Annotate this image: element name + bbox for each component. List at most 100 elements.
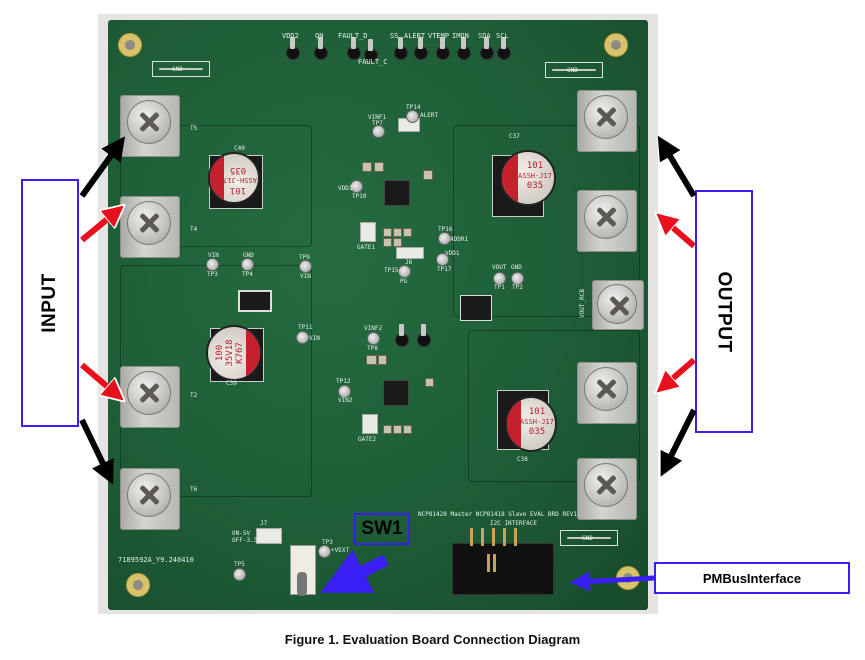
output-terminal-4[interactable] (577, 458, 637, 520)
arrow-output-top-black (657, 135, 697, 198)
tp-label: TP16 (438, 226, 453, 233)
input-label-box: INPUT (21, 179, 79, 427)
input-terminal-t2[interactable] (120, 366, 180, 428)
smd-resistor (393, 228, 402, 237)
tp-label: TP3 (322, 539, 333, 546)
smd-resistor (393, 238, 402, 247)
tp-name: VIN (300, 273, 311, 280)
board-serial: 7189592A_Y9.240410 (118, 556, 194, 564)
vext-label: +VEXT (331, 547, 350, 554)
screw-icon (584, 195, 628, 239)
header-pin-imon[interactable] (457, 37, 471, 60)
testpoint-tp14[interactable] (406, 110, 419, 123)
connector-label-gate2: GATE2 (358, 436, 377, 443)
cap-text: 100 (215, 344, 225, 362)
connector-label-j6: J6 (405, 259, 413, 266)
tp-label: TP17 (437, 266, 452, 273)
header-pin-alert[interactable] (414, 37, 428, 60)
output-terminal-2[interactable] (577, 190, 637, 252)
cap-label-c39: C39 (226, 380, 237, 387)
sw1-label-box: SW1 (354, 513, 410, 545)
mount-hole (604, 33, 628, 57)
tp-name: VINF1 (368, 114, 387, 121)
figure-caption: Figure 1. Evaluation Board Connection Di… (284, 632, 581, 647)
testpoint-tp17[interactable] (436, 253, 449, 266)
connector-label-j7: J7 (260, 520, 268, 527)
testpoint-tp10[interactable] (350, 180, 363, 193)
pin5-jack[interactable] (417, 324, 431, 347)
testpoint-tp8[interactable] (367, 332, 380, 345)
smd-resistor (425, 378, 434, 387)
testpoint-tp9[interactable] (299, 260, 312, 273)
screw-icon (597, 284, 637, 324)
cap-text: 35V18 (225, 339, 235, 367)
input-terminal-t5[interactable] (120, 95, 180, 157)
testpoint-tp5[interactable] (233, 568, 246, 581)
pmbus-label-box: PMBusInterface (654, 562, 850, 594)
connector-gate2 (362, 414, 378, 434)
testpoint-tp3[interactable] (206, 258, 219, 271)
header-pin-fault-c[interactable] (364, 39, 378, 62)
header-pin-vdd2[interactable] (286, 37, 300, 60)
header-pin-sda[interactable] (480, 37, 494, 60)
tp-label: TP5 (234, 561, 245, 568)
output-terminal-1[interactable] (577, 90, 637, 152)
toggle-lever[interactable] (297, 572, 307, 596)
header-label-imon: IMON (452, 32, 469, 40)
tp-name: VINF2 (364, 325, 383, 332)
sw1-label: SW1 (361, 518, 403, 539)
header-label-vdd2: VDD2 (282, 32, 299, 40)
output-terminal-vout-rcb[interactable] (592, 280, 644, 330)
testpoint-tp16[interactable] (438, 232, 451, 245)
input-terminal-t6[interactable] (120, 468, 180, 530)
cap-text: 101 (528, 407, 546, 417)
header-label-on: ON (315, 32, 324, 40)
cap-text: ASSH-J17 (223, 176, 257, 184)
testpoint-tp4[interactable] (241, 258, 254, 271)
capacitor-c40: 101 ASSH-J17 035 (208, 152, 260, 204)
tp-name: VIN (309, 335, 320, 342)
input-terminal-t4[interactable] (120, 196, 180, 258)
controller-ic-u1 (384, 180, 410, 206)
capacitor-c37: 101 ASSH-J17 035 (500, 150, 556, 206)
tp-name: PG (400, 278, 408, 285)
diode (238, 290, 272, 312)
switch-label-off: OFF-3.3V (232, 537, 261, 544)
mosfet-q1 (460, 295, 492, 321)
pmbus-label: PMBusInterface (702, 570, 802, 586)
switch-label-on: ON-5V (232, 530, 251, 537)
screw-icon (127, 473, 171, 517)
testpoint-tp15[interactable] (398, 265, 411, 278)
testpoint-tp2[interactable] (511, 272, 524, 285)
tp-label: TP8 (367, 345, 378, 352)
pmbus-box-header[interactable] (452, 543, 554, 595)
connector-label-gate1: GATE1 (357, 244, 376, 251)
terminal-label-t4: T4 (190, 226, 198, 233)
cap-text: 101 (229, 185, 247, 195)
testpoint-tp7[interactable] (372, 125, 385, 138)
tp-label: TP3 (207, 271, 218, 278)
header-label-scl: SCL (496, 32, 509, 40)
tp-label: TP10 (352, 193, 367, 200)
gnd-silk-bottom (560, 530, 618, 546)
pin4-jack[interactable] (395, 324, 409, 347)
header-label-fault-d: FAULT_D (338, 32, 368, 40)
copper-pour (120, 125, 312, 247)
output-terminal-3[interactable] (577, 362, 637, 424)
testpoint-tp1[interactable] (493, 272, 506, 285)
header-pin-fault-d[interactable] (347, 37, 361, 60)
tp-name: ADDR1 (450, 236, 469, 243)
header-pin-vtemp[interactable] (436, 37, 450, 60)
header-pin-ss[interactable] (394, 37, 408, 60)
testpoint-tp3-vext[interactable] (318, 545, 331, 558)
tp-label: TP2 (512, 284, 523, 291)
header-pin-on[interactable] (314, 37, 328, 60)
smd-resistor (403, 228, 412, 237)
cap-text: 035 (526, 181, 544, 191)
header-pin-scl[interactable] (497, 37, 511, 60)
terminal-label-t6: T6 (190, 486, 198, 493)
tp-label: TP7 (372, 120, 383, 127)
testpoint-tp11[interactable] (296, 331, 309, 344)
testpoint-tp12[interactable] (338, 385, 351, 398)
cap-label-c40: C40 (234, 145, 245, 152)
